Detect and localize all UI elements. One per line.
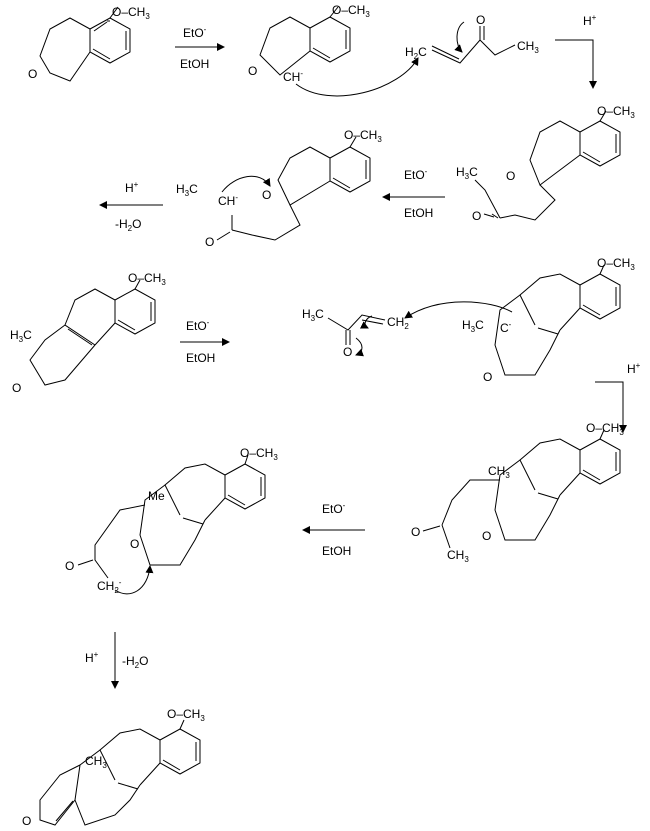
- reaction-arrow-5: EtO- EtOH: [180, 318, 230, 365]
- enone-oxygen: O: [12, 381, 21, 395]
- angular-methyl: CH3: [488, 464, 510, 480]
- reagent-acid: H+: [85, 650, 99, 665]
- ring-ketone-oxygen: O: [482, 529, 491, 543]
- methoxy-label: O–CH3: [586, 421, 624, 437]
- carbonyl-oxygen: O: [28, 67, 37, 81]
- chain-ketone-oxygen: O: [65, 559, 74, 573]
- methoxy-label: O–CH3: [332, 3, 370, 19]
- methoxy-label: O–CH3: [240, 446, 278, 462]
- reagent-solvent: EtOH: [404, 206, 433, 220]
- carbanion-carbon: C-: [500, 320, 512, 335]
- methyl-label: H3C: [462, 318, 484, 334]
- me-label: Me: [148, 489, 165, 503]
- methoxy-label: O–CH3: [597, 256, 635, 272]
- reaction-arrow-2: H+: [555, 13, 597, 89]
- methoxy-label: O–CH3: [597, 104, 635, 120]
- side-chain-methyl: CH3: [447, 548, 469, 564]
- reagent-base: EtO-: [186, 318, 210, 333]
- reaction-arrow-7: EtO- EtOH: [302, 501, 365, 558]
- enone-oxygen: O: [22, 814, 31, 828]
- reagent-solvent: EtOH: [322, 544, 351, 558]
- enolate-carbanion: CH-: [283, 69, 303, 84]
- vinyl-ch2: H2C: [405, 45, 427, 61]
- molecule-methoxy-tetralone: O–CH3 O: [28, 5, 150, 82]
- ketone-oxygen: O: [476, 13, 485, 27]
- reaction-arrow-4: H+ -H2O: [99, 180, 163, 233]
- reagent-acid: H+: [125, 180, 139, 195]
- mvk-methyl: H3C: [302, 307, 324, 323]
- reagent-solvent: EtOH: [186, 351, 215, 365]
- mvk-oxygen: O: [343, 345, 352, 359]
- methoxy-label: O–CH3: [167, 707, 205, 723]
- enolate-oxygen: O: [248, 64, 257, 78]
- methoxy-label: O–CH3: [128, 271, 166, 287]
- molecule-tricyclic-carbanion: O–CH3 H3C C- O: [404, 256, 635, 384]
- reagent-base: EtO-: [322, 501, 346, 516]
- ethyl-methyl: CH3: [517, 39, 539, 55]
- side-chain-oxygen: O: [411, 525, 420, 539]
- molecule-enolate: O–CH3 O CH-: [248, 3, 419, 97]
- molecule-michael-adduct: O–CH3 O H3C O: [456, 104, 635, 223]
- molecule-final-product: O–CH3 CH3 O: [22, 707, 205, 828]
- methyl-label: H3C: [10, 328, 32, 344]
- side-chain-methyl: H3C: [176, 182, 198, 198]
- molecule-tricyclic-enone: O–CH3 H3C O: [10, 271, 166, 395]
- side-chain-oxygen: O: [205, 235, 214, 249]
- side-chain-oxygen: O: [472, 209, 481, 223]
- ring-ketone-oxygen: O: [262, 188, 271, 202]
- reaction-arrow-1: EtO- EtOH: [175, 25, 225, 71]
- methoxy-label: O–CH3: [112, 5, 150, 21]
- side-chain-methyl: H3C: [456, 165, 478, 181]
- reagent-dehydration: -H2O: [115, 217, 141, 233]
- enolate-ch2: CH2-: [97, 578, 122, 595]
- ring-ketone-oxygen: O: [130, 537, 139, 551]
- reagent-dehydration: -H2O: [122, 654, 148, 670]
- reagent-base: EtO-: [404, 167, 428, 182]
- molecule-methyl-vinyl-ketone: H3C O CH2: [302, 307, 409, 359]
- reagent-base: EtO-: [183, 25, 207, 40]
- reagent-acid: H+: [583, 13, 597, 28]
- enone-oxygen: O: [483, 370, 492, 384]
- ring-ketone-oxygen: O: [506, 169, 515, 183]
- molecule-aldol-enolate: O–CH3 O H3C CH- O: [176, 128, 382, 249]
- molecule-diketone-enolate: O–CH3 Me O O CH2-: [65, 446, 278, 595]
- reaction-arrow-3: EtO- EtOH: [382, 167, 445, 220]
- carbanion: CH-: [218, 193, 238, 208]
- molecule-ethyl-vinyl-ketone: H2C O CH3: [405, 13, 539, 64]
- molecule-second-adduct: O–CH3 CH3 O O CH3: [411, 421, 624, 564]
- reaction-arrow-8: H+ -H2O: [85, 632, 148, 689]
- methoxy-label: O–CH3: [344, 128, 382, 144]
- reagent-solvent: EtOH: [180, 57, 209, 71]
- reagent-acid: H+: [627, 361, 641, 376]
- reaction-arrow-6: H+: [595, 361, 641, 433]
- angular-methyl: CH3: [85, 754, 107, 770]
- mvk-ch2: CH2: [387, 315, 409, 331]
